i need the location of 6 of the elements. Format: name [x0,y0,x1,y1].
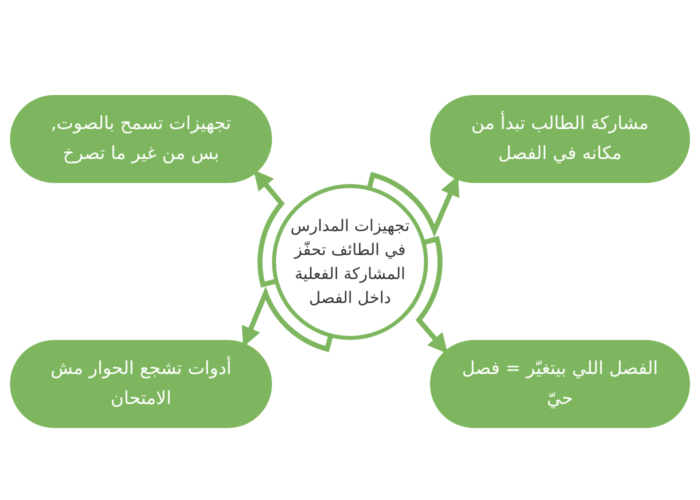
curved-arrow [416,236,448,354]
step-pill: مشاركة الطالب تبدأ من مكانه في الفصل [430,95,690,183]
step-pill: الفصل اللي بيتغيّر = فصل حيّ [430,340,690,428]
curved-arrow [254,170,284,288]
step-pill: تجهيزات تسمح بالصوت, بس من غير ما تصرخ [10,95,272,183]
step-pill: أدوات تشجع الحوار مش الامتحان [10,340,272,428]
